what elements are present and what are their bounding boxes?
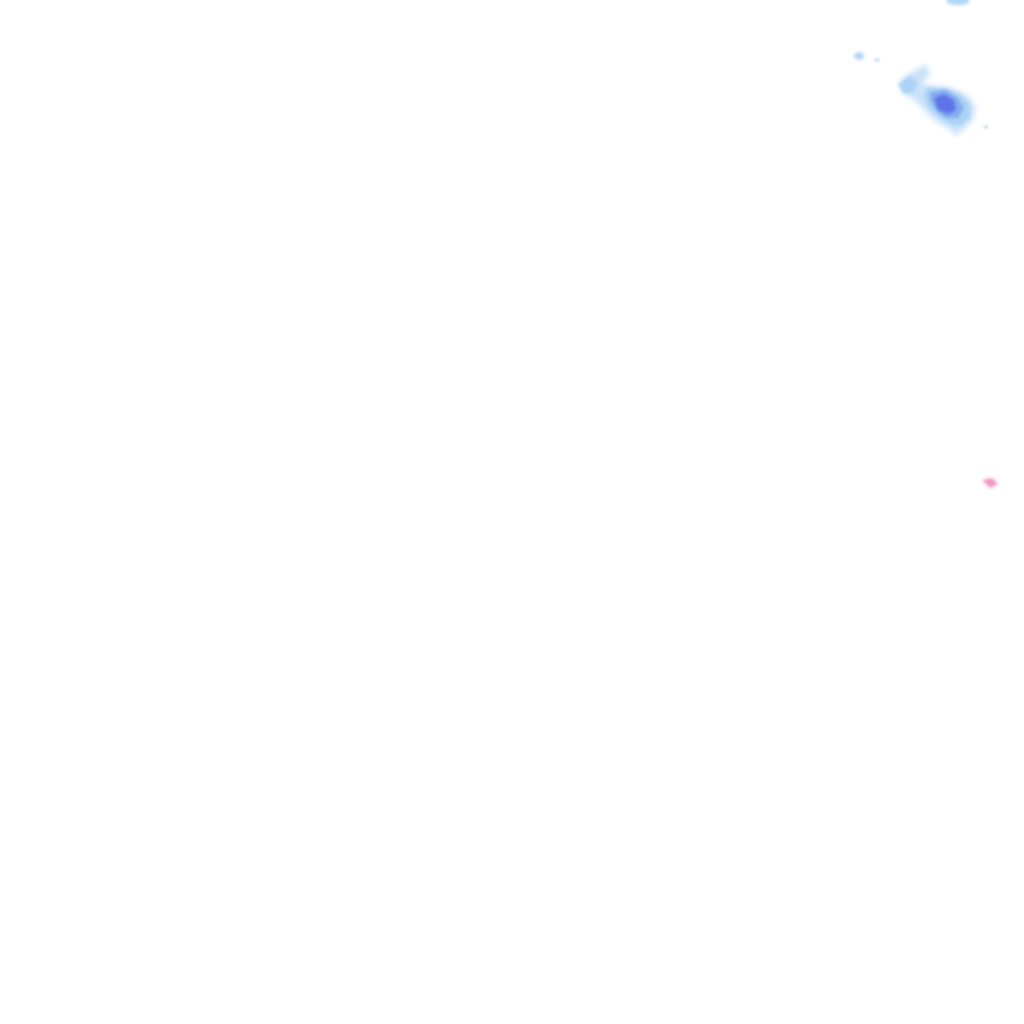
mixed-echo-east [982, 478, 998, 488]
rain-echo-small-fleck [854, 52, 880, 62]
rain-echo-top-edge [946, 0, 970, 5]
rain-echo-northeast-core [934, 94, 956, 114]
